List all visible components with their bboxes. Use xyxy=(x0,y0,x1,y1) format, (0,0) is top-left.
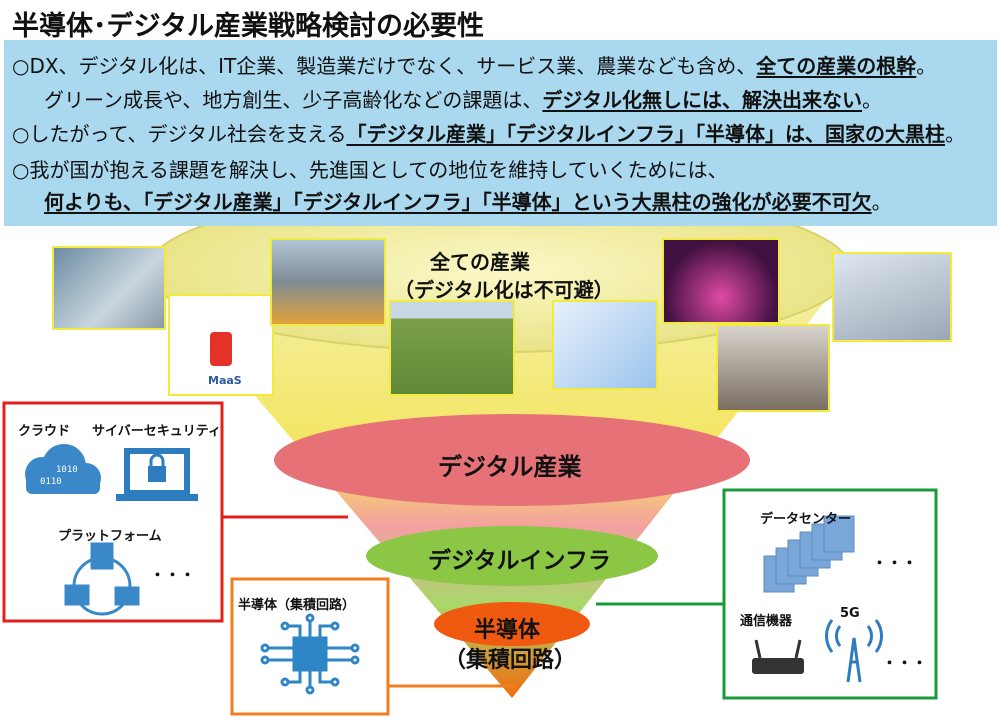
laptop-lock-icon xyxy=(116,448,198,501)
smart-home-photo xyxy=(52,246,166,330)
banner-line-5: 何よりも、「デジタル産業」「デジタルインフラ」「半導体」という大黒柱の強化が必要… xyxy=(44,190,892,214)
left-ellipsis: ・・・ xyxy=(150,566,196,584)
comm-equipment-label: 通信機器 xyxy=(740,614,793,629)
svg-text:1010: 1010 xyxy=(56,465,78,475)
banner-line-1: ○DX、デジタル化は、IT企業、製造業だけでなく、サービス業、農業なども含め、全… xyxy=(12,54,937,78)
antenna-5g-icon xyxy=(825,619,883,683)
semiconductor-label: 半導体 xyxy=(474,618,541,643)
digital-industry-label: デジタル産業 xyxy=(438,453,582,481)
cloud-label: クラウド xyxy=(18,424,71,439)
semi-box-label: 半導体（集積回路） xyxy=(238,598,356,613)
left-category-box xyxy=(2,401,224,623)
platform-network-icon xyxy=(64,542,140,616)
maas-illustration: MaaS xyxy=(168,294,274,396)
industry-ellipse xyxy=(274,414,750,506)
stadium-event-photo xyxy=(662,238,780,324)
all-industries-sublabel: （デジタル化は不可避） xyxy=(394,278,614,302)
cloud-icon: 0110 1010 xyxy=(25,444,101,494)
datacenter-icon xyxy=(763,515,855,593)
chip-icon xyxy=(260,613,360,695)
cybersecurity-label: サイバーセキュリティ xyxy=(92,424,221,439)
maas-label: MaaS xyxy=(208,374,242,387)
digital-infra-label: デジタルインフラ xyxy=(428,548,611,574)
banner-line-2: グリーン成長や、地方創生、少子高齢化などの課題は、デジタル化無しには、解決出来な… xyxy=(44,88,883,112)
construction-site-illustration xyxy=(832,252,952,342)
datacenter-ellipsis: ・・・ xyxy=(872,554,918,572)
platform-label: プラットフォーム xyxy=(58,529,162,544)
5g-label: 5G xyxy=(840,606,860,621)
semi-ellipse xyxy=(434,602,590,646)
page-title: 半導体･デジタル産業戦略検討の必要性 xyxy=(12,11,484,42)
agriculture-drone-photo xyxy=(389,300,515,396)
phone-icon xyxy=(210,332,232,366)
infra-ellipse xyxy=(366,526,658,586)
classroom-photo xyxy=(716,324,830,412)
summary-banner xyxy=(4,40,997,226)
factory-robot-photo xyxy=(270,238,386,326)
banner-line-3: ○したがって、デジタル社会を支える「デジタル産業」「デジタルインフラ」「半導体」… xyxy=(12,122,966,146)
router-icon xyxy=(752,639,804,674)
banner-line-4: ○我が国が抱える課題を解決し、先進国としての地位を維持していくためには、 xyxy=(12,158,728,182)
svg-text:0110: 0110 xyxy=(40,477,62,487)
healthcare-illustration xyxy=(552,300,658,390)
all-industries-label: 全ての産業 xyxy=(430,250,530,274)
comm-ellipsis: ・・・ xyxy=(882,654,928,672)
datacenter-label: データセンター xyxy=(760,512,852,527)
semiconductor-sublabel: （集積回路） xyxy=(444,648,577,673)
